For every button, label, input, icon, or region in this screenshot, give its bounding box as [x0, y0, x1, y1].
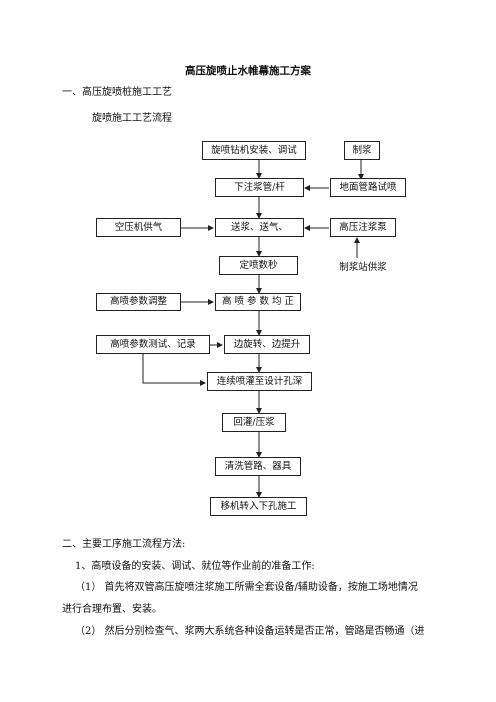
flow-box-fixed-spray: 定喷数秒: [219, 256, 298, 275]
flow-box-param-test-record: 高喷参数测试、记录: [96, 335, 210, 354]
flow-box-lower-pipe: 下注浆管/杆: [215, 178, 304, 197]
flow-box-clean-pipes: 清洗管路、器具: [215, 457, 301, 476]
paragraph-1-line-1: （1） 首先将双管高压旋喷注浆施工所需全套设备/辅助设备，按施工场地情况: [75, 582, 418, 593]
flow-box-continuous-spray: 连续喷灌至设计孔深: [207, 372, 312, 391]
flow-box-feed-slurry-air: 送浆、送气、: [215, 218, 304, 237]
flow-box-mix-slurry: 制浆: [344, 141, 380, 160]
flow-label-slurry-supply: 制浆站供浆: [327, 258, 399, 277]
flow-box-hp-grout-pump: 高压注浆泵: [330, 218, 396, 237]
item-1-heading: 1、高喷设备的安装、调试、就位等作业前的准备工作:: [75, 561, 315, 572]
paragraph-2-line-1: （2） 然后分别检查气、浆两大系统各种设备运转是否正常，管路是否畅通（进: [75, 626, 425, 637]
section-heading-1: 一、高压旋喷桩施工工艺: [62, 87, 172, 98]
flow-box-ground-test-spray: 地面管路试喷: [330, 178, 406, 197]
flow-box-rotate-lift: 边旋转、边提升: [224, 335, 310, 354]
flow-box-backfill-grout: 回灌/压浆: [222, 413, 286, 432]
paragraph-1-line-2: 进行合理布置、安装。: [62, 604, 162, 615]
arrow-17: [142, 354, 206, 386]
flow-box-move-next-hole: 移机转入下孔施工: [210, 497, 307, 516]
document-title: 高压旋喷止水帷幕施工方案: [185, 65, 311, 77]
flow-box-air-compressor: 空压机供气: [96, 218, 181, 237]
flow-box-params-normal: 高 喷 参 数 均 正: [215, 293, 301, 311]
flow-box-param-adjust: 高喷参数调整: [96, 293, 181, 311]
flow-subtitle: 旋喷施工工艺流程: [92, 113, 172, 124]
section-heading-2: 二、主要工序施工流程方法:: [62, 539, 186, 550]
flow-box-drill-setup: 旋喷钻机安装、调试: [202, 141, 306, 160]
